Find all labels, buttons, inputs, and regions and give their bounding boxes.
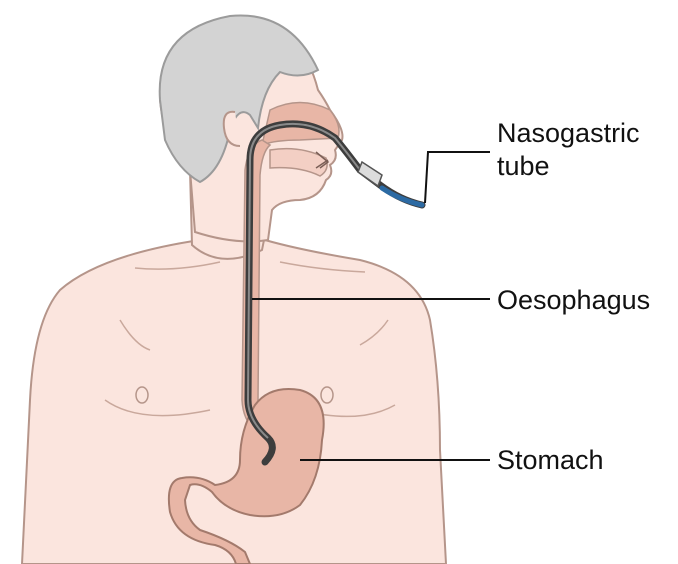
torso — [20, 228, 448, 564]
nasogastric-tube-label-line2: tube — [497, 151, 550, 181]
nasogastric-tube-label-line1: Nasogastric — [497, 118, 640, 148]
nasogastric-tube-highlight — [246, 122, 361, 439]
chest-lines — [104, 319, 396, 418]
stomach — [167, 388, 325, 564]
tube-end — [379, 185, 425, 208]
lips — [315, 151, 330, 169]
collarbones — [134, 261, 366, 273]
hair — [158, 14, 320, 184]
left-nipple — [135, 386, 149, 404]
ear — [222, 110, 241, 147]
stomach-label: Stomach — [497, 445, 604, 475]
leader-nasogastric — [424, 151, 490, 204]
tube-connector — [357, 160, 383, 188]
nasogastric-tube-label: Nasogastric tube — [497, 117, 640, 183]
right-nipple — [320, 386, 334, 404]
mouth — [269, 147, 328, 177]
oesophagus-label: Oesophagus — [497, 285, 651, 315]
